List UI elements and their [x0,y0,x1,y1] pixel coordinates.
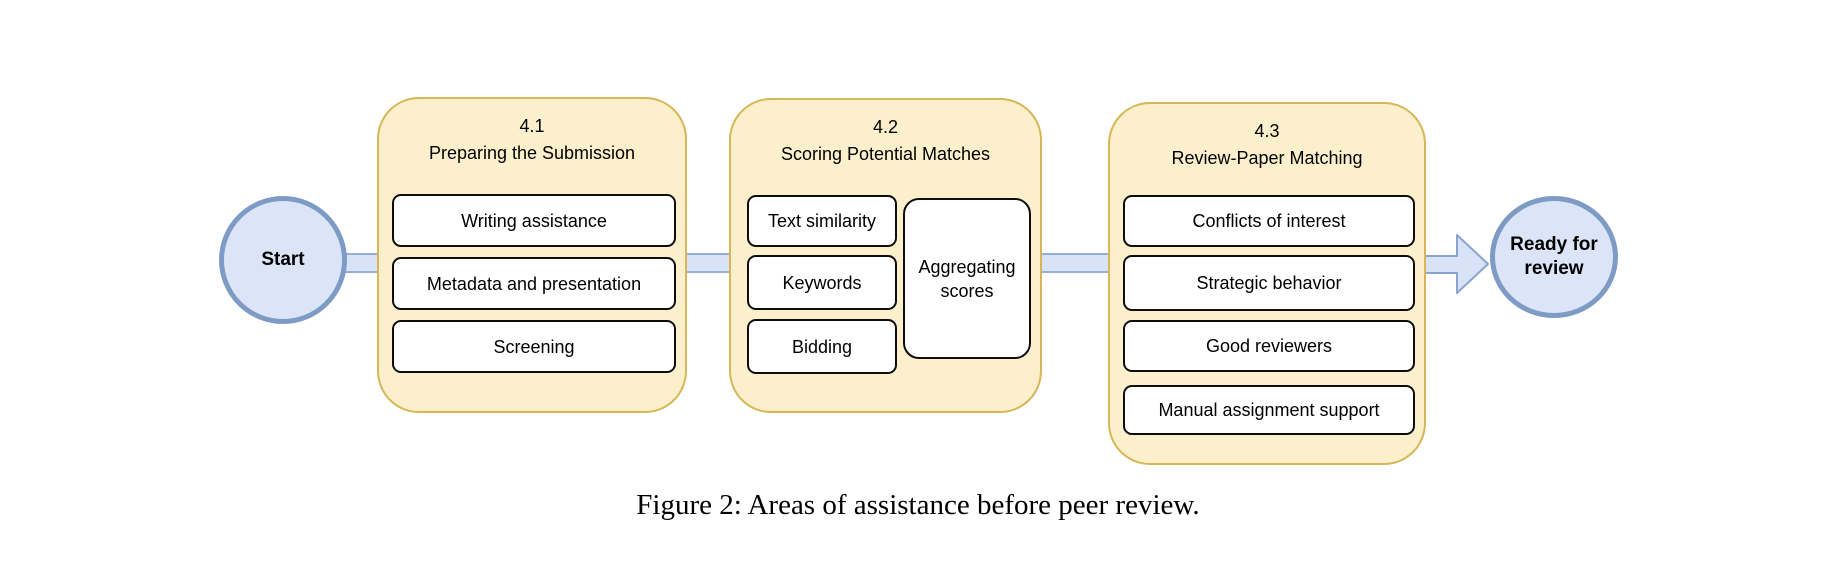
item-aggregating-scores: Aggregating scores [903,198,1031,359]
connector-group2-to-group3 [1036,253,1116,273]
ready-node-label: Ready for review [1510,234,1598,279]
item-label: Bidding [791,336,853,357]
group-scoring-potential-matches: 4.2 Scoring Potential Matches Text simil… [729,98,1042,413]
item-label: Keywords [782,272,862,293]
item-keywords: Keywords [747,255,897,310]
group-review-paper-matching: 4.3 Review-Paper Matching Conflicts of i… [1108,102,1426,465]
item-label: Writing assistance [461,210,607,231]
item-bidding: Bidding [747,319,897,374]
group2-number: 4.2 [872,117,899,137]
figure-caption: Figure 2: Areas of assistance before pee… [636,489,1200,521]
item-text-similarity: Text similarity [747,195,897,247]
group3-number: 4.3 [1254,121,1280,141]
item-label: Screening [493,336,575,357]
item-label: Aggregating scores [918,256,1016,301]
item-manual-assignment-support: Manual assignment support [1123,385,1415,435]
group-preparing-the-submission: 4.1 Preparing the Submission Writing ass… [377,97,687,413]
connector-group1-to-group2 [680,253,736,273]
item-writing-assistance: Writing assistance [392,194,676,247]
start-node-label: Start [261,249,305,270]
item-label: Metadata and presentation [426,273,642,294]
group2-title: Scoring Potential Matches [780,144,991,164]
group3-title: Review-Paper Matching [1171,148,1363,168]
group1-header: 4.1 Preparing the Submission [379,99,685,167]
group2-header: 4.2 Scoring Potential Matches [731,100,1040,168]
item-strategic-behavior: Strategic behavior [1123,255,1415,311]
item-label: Manual assignment support [1158,400,1380,420]
item-label: Conflicts of interest [1192,211,1346,231]
item-good-reviewers: Good reviewers [1123,320,1415,372]
arrow-to-ready [1424,231,1494,295]
item-conflicts-of-interest: Conflicts of interest [1123,195,1415,247]
item-label: Strategic behavior [1196,273,1342,293]
start-node: Start [219,196,347,324]
group1-number: 4.1 [519,116,545,136]
ready-for-review-node: Ready for review [1490,196,1618,318]
group3-header: 4.3 Review-Paper Matching [1110,104,1424,172]
item-screening: Screening [392,320,676,373]
group1-title: Preparing the Submission [428,143,636,163]
item-metadata-and-presentation: Metadata and presentation [392,257,676,310]
right-block-arrow-icon [1424,234,1489,294]
item-label: Good reviewers [1205,336,1333,356]
item-label: Text similarity [767,211,876,231]
